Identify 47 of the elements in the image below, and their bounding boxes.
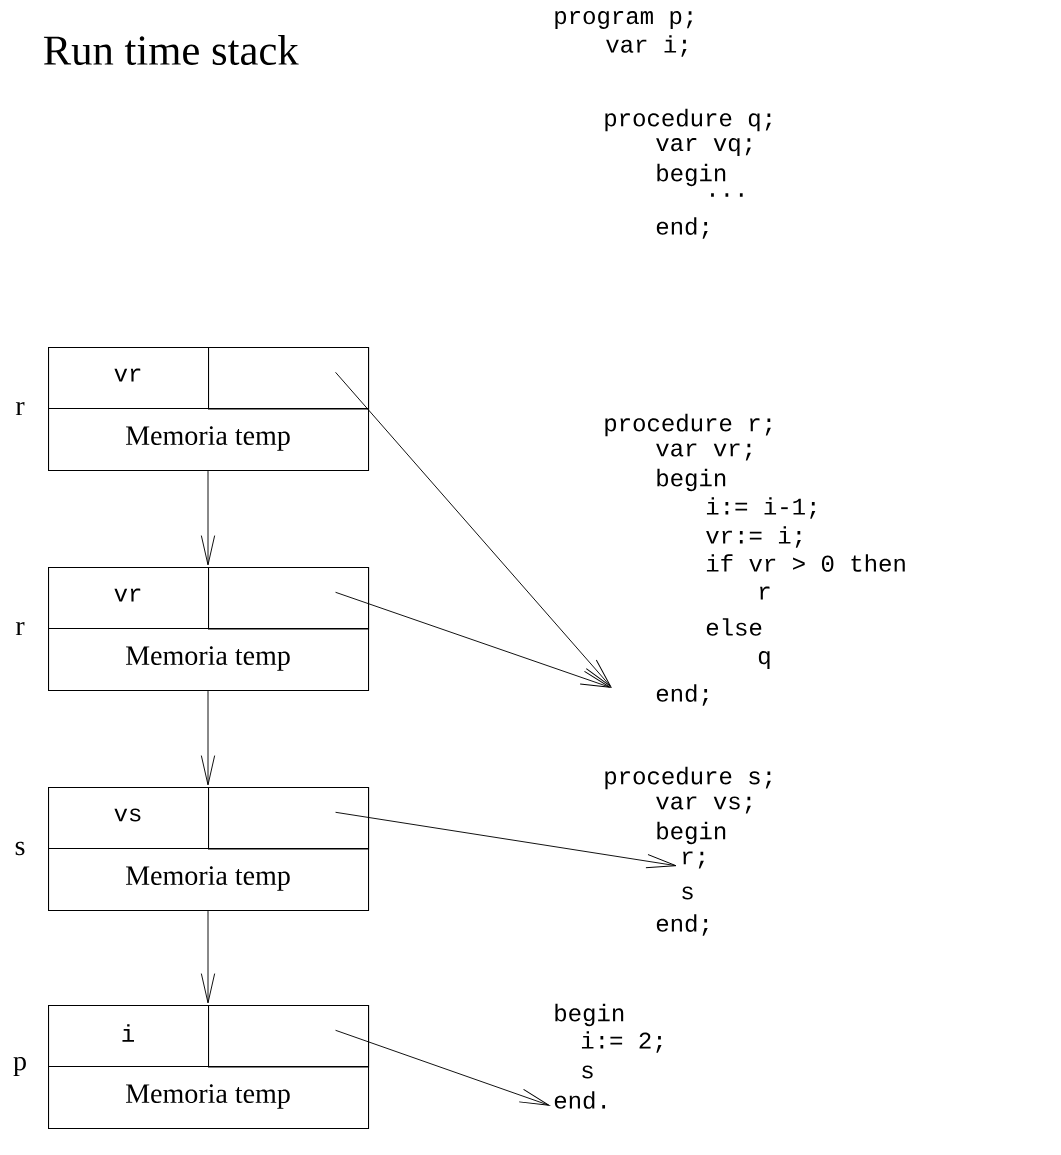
arrow (335, 591, 611, 688)
code-line: begin (657, 821, 726, 845)
code-line: var vs; (656, 796, 751, 814)
arrow (200, 690, 216, 786)
frame-label: r (15, 401, 25, 416)
code-line: begin (657, 163, 726, 187)
code-line: var vq; (656, 138, 751, 156)
code-line: end; (656, 914, 708, 936)
code-line: s (582, 1065, 593, 1079)
stack-frame: vs Memoria temp (47, 787, 370, 912)
code-line: s (682, 886, 693, 900)
code-line: ... (711, 193, 743, 197)
code-line: procedure r; (605, 413, 771, 437)
stack-frame: vr Memoria temp (47, 347, 370, 472)
frame-label: s (15, 841, 25, 856)
code-line: end; (656, 684, 708, 706)
code-line: vr:= i; (706, 526, 801, 548)
pointer-cell (208, 1005, 370, 1068)
stack-frame: i Memoria temp (47, 1005, 370, 1130)
code-line: end; (656, 217, 708, 239)
stack-frame: vr Memoria temp (47, 567, 370, 692)
code-line: if vr > 0 then (706, 554, 905, 572)
arrow (335, 1029, 550, 1106)
code-line: else (706, 618, 762, 636)
frame-label: r (15, 621, 25, 636)
code-line: var i; (606, 35, 687, 57)
pointer-cell (208, 787, 370, 850)
code-line: begin (555, 1003, 624, 1027)
arrow (335, 811, 677, 869)
code-line: r (760, 586, 770, 600)
code-line: i:= 2; (581, 1031, 662, 1053)
code-line: procedure s; (605, 766, 771, 790)
code-line: var vr; (656, 443, 751, 461)
title: Run time stack (43, 35, 299, 65)
arrow (335, 371, 612, 687)
pointer-cell (208, 567, 370, 630)
arrow (200, 470, 216, 566)
code-line: q (758, 651, 770, 669)
code-line: procedure q; (605, 108, 771, 132)
code-line: begin (657, 468, 726, 492)
arrow (200, 910, 216, 1004)
code-line: end. (554, 1091, 606, 1109)
code-line: i:= i-1; (706, 497, 816, 519)
code-line: r; (683, 851, 704, 869)
code-line: program p; (555, 11, 693, 29)
frame-label: p (13, 1056, 26, 1077)
pointer-cell (208, 347, 370, 410)
